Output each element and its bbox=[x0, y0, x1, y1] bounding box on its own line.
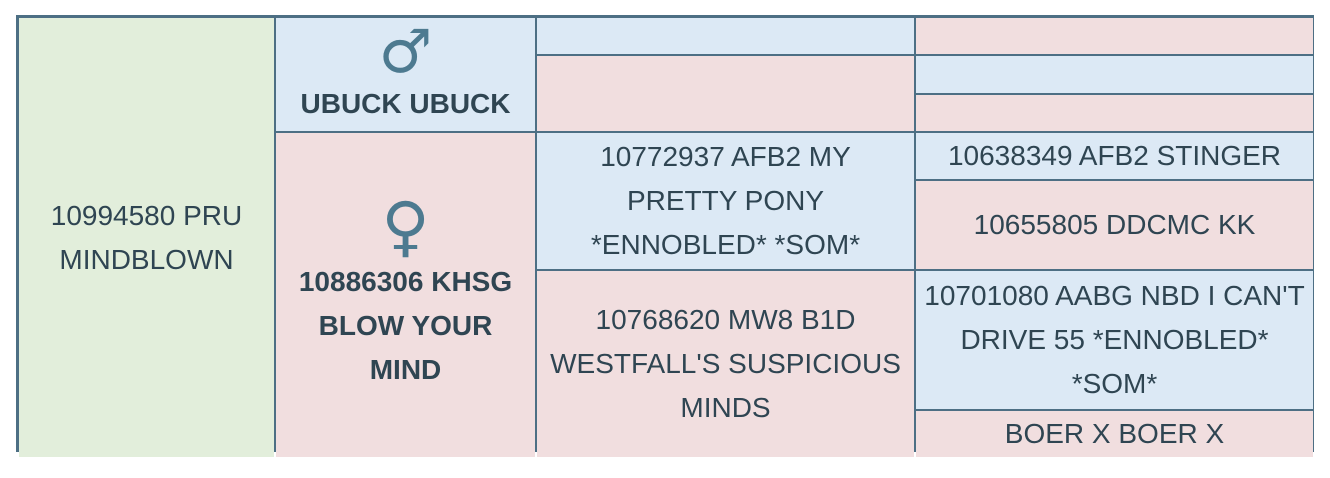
ggp-name-7: BOER X BOER X bbox=[1004, 418, 1225, 449]
maternal-grandsire-name: 10772937 AFB2 MY PRETTY PONY *ENNOBLED* … bbox=[590, 141, 861, 260]
sire-name: UBUCK UBUCK bbox=[300, 87, 511, 119]
ggp-cell-3 bbox=[916, 95, 1313, 131]
ggp-cell-7: BOER X BOER X bbox=[916, 411, 1313, 457]
maternal-grandsire-cell: 10772937 AFB2 MY PRETTY PONY *ENNOBLED* … bbox=[537, 133, 914, 269]
maternal-granddam-name: 10768620 MW8 B1D WESTFALL'S SUSPICIOUS M… bbox=[550, 304, 901, 423]
ggp-cell-2 bbox=[916, 56, 1313, 93]
ggp-cell-6: 10701080 AABG NBD I CAN'T DRIVE 55 *ENNO… bbox=[916, 271, 1313, 409]
dam-name: 10886306 KHSG BLOW YOUR MIND bbox=[298, 266, 513, 385]
dam-cell: ♀ 10886306 KHSG BLOW YOUR MIND bbox=[276, 133, 535, 457]
ggp-cell-4: 10638349 AFB2 STINGER bbox=[916, 133, 1313, 179]
ggp-name-5: 10655805 DDCMC KK bbox=[973, 209, 1256, 240]
sire-cell: ♂ UBUCK UBUCK bbox=[276, 18, 535, 131]
ggp-cell-1 bbox=[916, 18, 1313, 54]
subject-cell: 10994580 PRU MINDBLOWN bbox=[19, 18, 274, 457]
pedigree-chart: 10994580 PRU MINDBLOWN ♂ UBUCK UBUCK ♀ 1… bbox=[16, 15, 1314, 457]
paternal-granddam-cell bbox=[537, 56, 914, 131]
ggp-name-4: 10638349 AFB2 STINGER bbox=[947, 140, 1282, 171]
ggp-cell-5: 10655805 DDCMC KK bbox=[916, 181, 1313, 269]
maternal-granddam-cell: 10768620 MW8 B1D WESTFALL'S SUSPICIOUS M… bbox=[537, 271, 914, 457]
male-symbol-icon: ♂ bbox=[378, 16, 433, 87]
paternal-grandsire-cell bbox=[537, 18, 914, 54]
ggp-name-6: 10701080 AABG NBD I CAN'T DRIVE 55 *ENNO… bbox=[924, 280, 1305, 399]
female-symbol-icon: ♀ bbox=[381, 188, 430, 265]
subject-name: 10994580 PRU MINDBLOWN bbox=[50, 199, 243, 275]
